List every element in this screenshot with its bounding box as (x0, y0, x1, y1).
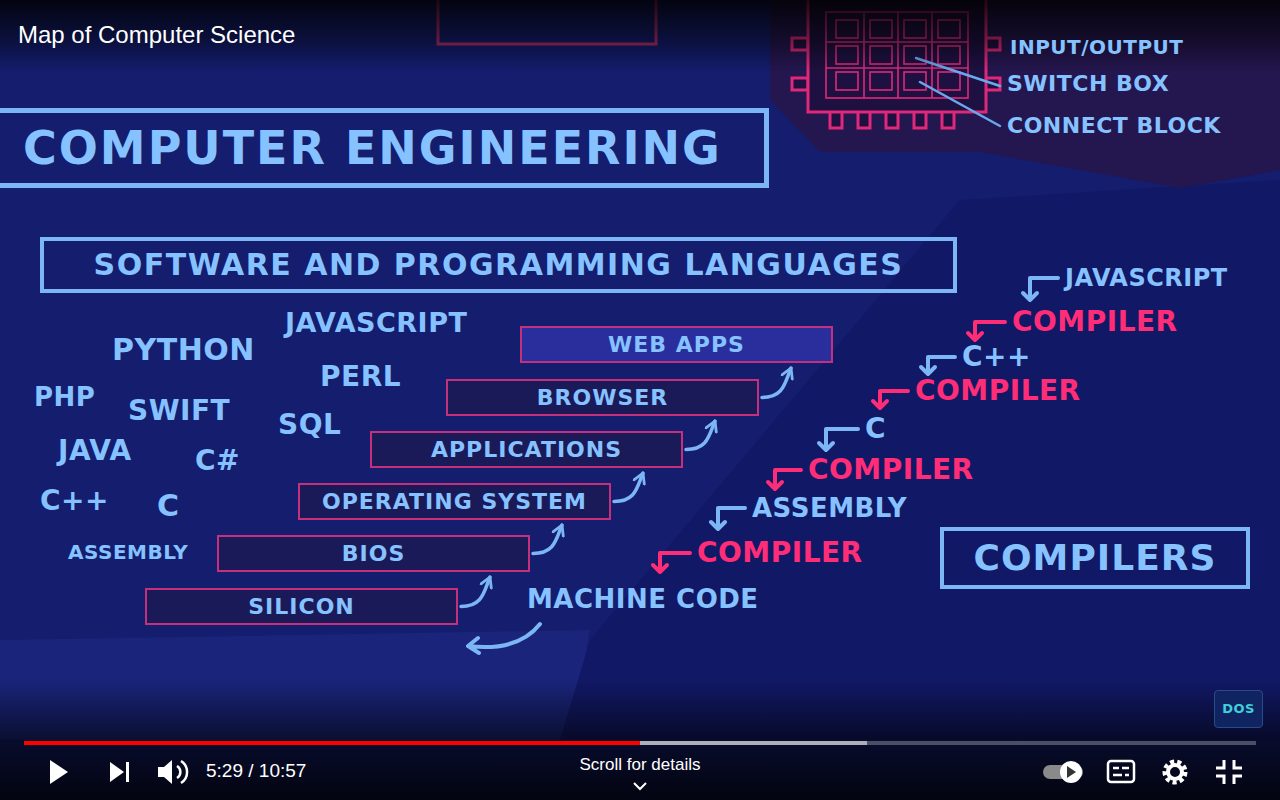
stack-arrow (762, 368, 791, 398)
compiler-step: COMPILER (697, 538, 863, 569)
compile-stage-language: JAVASCRIPT (1065, 265, 1228, 291)
machine-code-label: MACHINE CODE (527, 585, 759, 614)
compile-stage-language: C (865, 414, 886, 445)
machine-code-arrow (468, 624, 540, 653)
box-label: SILICON (248, 594, 355, 619)
box-label: APPLICATIONS (431, 437, 622, 462)
language-name: JAVASCRIPT (285, 308, 467, 338)
language-name: C# (195, 446, 240, 477)
play-icon (50, 760, 68, 784)
bottom-shade (0, 680, 1280, 800)
stack-layer-box: APPLICATIONS (370, 431, 683, 468)
subsection-heading-box: SOFTWARE AND PROGRAMMING LANGUAGES (40, 237, 957, 293)
stack-layer-box: BIOS (217, 535, 530, 572)
part-label: CONNECT BLOCK (1007, 114, 1221, 138)
language-name: PYTHON (112, 333, 255, 366)
language-name: SWIFT (128, 396, 230, 427)
stack-arrow (461, 577, 490, 607)
section-heading-box: COMPUTER ENGINEERING (0, 108, 769, 188)
compile-stage-language: C++ (962, 342, 1031, 373)
compiler-step: COMPILER (808, 455, 974, 486)
part-label: SWITCH BOX (1007, 72, 1169, 96)
stack-layer-box: OPERATING SYSTEM (298, 483, 611, 520)
stack-arrow (533, 525, 562, 554)
captions-icon (1108, 761, 1134, 782)
next-icon (110, 762, 129, 782)
stack-layer-box: BROWSER (446, 379, 759, 416)
box-label: SOFTWARE AND PROGRAMMING LANGUAGES (94, 248, 904, 283)
box-label: WEB APPS (608, 332, 745, 357)
compiler-step: COMPILER (915, 376, 1081, 407)
box-label: OPERATING SYSTEM (322, 489, 587, 514)
progress-track (24, 741, 1256, 745)
progress-buffer (24, 741, 867, 745)
stack-arrow (614, 473, 643, 502)
box-label: BIOS (342, 541, 406, 566)
channel-watermark: DOS (1214, 690, 1263, 728)
progress-played (24, 741, 640, 745)
scroll-chevron (634, 783, 646, 789)
video-title: Map of Computer Science (18, 21, 295, 49)
stack-layer-box: WEB APPS (520, 326, 833, 363)
box-label: COMPUTER ENGINEERING (23, 122, 722, 175)
compiler-step: COMPILER (1012, 307, 1178, 338)
language-name: ASSEMBLY (68, 541, 188, 563)
box-label: DOS (1222, 702, 1255, 717)
video-time: 5:29 / 10:57 (206, 761, 306, 782)
volume-icon (158, 760, 187, 784)
fullscreen-exit-icon (1216, 760, 1242, 784)
box-label: BROWSER (537, 385, 669, 410)
language-name: SQL (278, 410, 341, 441)
compile-stage-language: ASSEMBLY (752, 494, 907, 523)
topic-heading-box: COMPILERS (940, 527, 1250, 589)
stack-arrow (686, 421, 715, 450)
autoplay-toggle (1043, 761, 1083, 783)
language-name: C (157, 489, 180, 522)
language-name: PERL (320, 362, 401, 393)
language-name: JAVA (58, 436, 132, 467)
box-label: COMPILERS (974, 537, 1217, 578)
language-name: C++ (40, 486, 109, 517)
pin-label: INPUT/OUTPUT (1010, 36, 1183, 58)
stack-layer-box: SILICON (145, 588, 458, 625)
settings-icon (1165, 762, 1185, 782)
language-name: PHP (34, 383, 95, 412)
scroll-hint: Scroll for details (580, 756, 701, 775)
